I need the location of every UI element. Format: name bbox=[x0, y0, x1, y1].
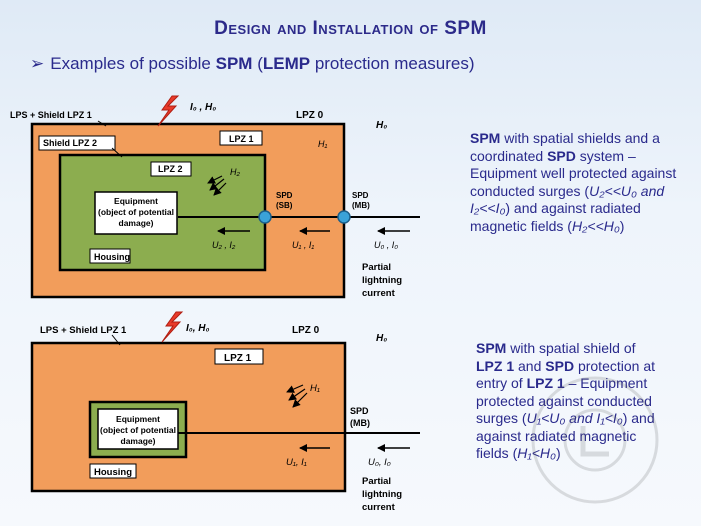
d2-desc-t6: ) bbox=[555, 445, 561, 461]
spd-mb-icon-1 bbox=[337, 210, 351, 224]
equipment-box-2 bbox=[97, 408, 179, 450]
lpz1-building-2 bbox=[30, 341, 347, 493]
d1-h1: H₁ bbox=[318, 139, 327, 149]
d1-h2: H₂ bbox=[230, 167, 240, 177]
d2-h0: H₀ bbox=[376, 333, 387, 344]
d1-lpz1: LPZ 1 bbox=[229, 134, 254, 144]
d2-u0i0: U₀, I₀ bbox=[368, 457, 391, 468]
d2-h1: H₁ bbox=[310, 383, 320, 394]
d2-lps-label: LPS + Shield LPZ 1 bbox=[40, 325, 127, 336]
d1-desc-t1: with spatial shields and a coordinated bbox=[470, 130, 660, 164]
d1-u2i2: U₂ , I₂ bbox=[212, 240, 236, 250]
d1-partial-2: lightning bbox=[362, 275, 402, 286]
d1-u0i0: U₀ , I₀ bbox=[374, 240, 398, 250]
d2-lpz0: LPZ 0 bbox=[292, 325, 320, 336]
d1-spd-mb-2: (MB) bbox=[352, 201, 370, 210]
description-1: SPM with spatial shields and a coordinat… bbox=[470, 130, 685, 235]
d2-desc-t2: and bbox=[514, 357, 546, 374]
d2-partial-2: lightning bbox=[362, 489, 402, 500]
d2-desc-t5: ) and against radiated magnetic fields ( bbox=[476, 410, 655, 461]
d1-lps-label: LPS + Shield LPZ 1 bbox=[10, 110, 92, 120]
watermark-seal-icon bbox=[531, 376, 659, 504]
d2-desc-lpz1b: LPZ 1 bbox=[526, 375, 565, 391]
subtitle-text-a: Examples of possible bbox=[50, 54, 216, 73]
d1-i0h0: I₀ , H₀ bbox=[190, 102, 216, 113]
d1-lpz0: LPZ 0 bbox=[296, 110, 324, 121]
subtitle-lemp: LEMP bbox=[262, 54, 311, 73]
d2-equip-l1: Equipment bbox=[116, 414, 160, 424]
d2-desc-t3: protection at entry of bbox=[476, 357, 655, 392]
page-subtitle: ➢ Examples of possible SPM (LEMP protecti… bbox=[30, 54, 475, 74]
d2-partial-3: current bbox=[362, 502, 396, 513]
equipment-box-1 bbox=[94, 191, 178, 235]
d2-lpz1: LPZ 1 bbox=[224, 353, 252, 364]
lightning-icon-2 bbox=[161, 311, 184, 343]
d1-spd-sb-1: SPD bbox=[276, 191, 293, 200]
d1-desc-rad: H₂<<H₀ bbox=[571, 217, 620, 234]
d1-u1i1: U₁ , I₁ bbox=[292, 240, 314, 250]
subtitle-spm: SPM bbox=[215, 54, 253, 73]
d1-desc-spd: SPD bbox=[547, 147, 576, 164]
d2-u1i1: U₁, I₁ bbox=[286, 457, 307, 468]
page-title: Design and Installation of SPM bbox=[214, 18, 487, 39]
d2-desc-t4: – Equipment protected against conducted … bbox=[476, 375, 652, 426]
bullet-arrow-icon: ➢ bbox=[30, 54, 45, 73]
d1-spd-mb-1: SPD bbox=[352, 191, 369, 200]
d2-desc-lpz1a: LPZ 1 bbox=[476, 357, 515, 374]
subtitle-text-c: protection measures) bbox=[310, 54, 475, 73]
d2-spd-1: SPD bbox=[350, 406, 369, 416]
d2-desc-cond: U₁<U₀ and I₁<I₀ bbox=[526, 410, 623, 426]
lightning-icon-1 bbox=[157, 95, 180, 127]
subtitle-text-b: ( bbox=[252, 54, 263, 73]
d2-desc-spd: SPD bbox=[545, 357, 575, 374]
d1-equip-l3: damage) bbox=[119, 218, 154, 228]
description-2: SPM with spatial shield of LPZ 1 and SPD… bbox=[476, 340, 661, 463]
d1-partial-1: Partial bbox=[362, 262, 391, 273]
d1-equip-l2: (object of potential bbox=[98, 207, 174, 217]
d1-spd-sb-2: (SB) bbox=[276, 201, 293, 210]
d1-equip-l1: Equipment bbox=[114, 196, 158, 206]
diagram-2: LPS + Shield LPZ 1 I₀, H₀ LPZ 0 H₀ LPZ 1… bbox=[30, 311, 420, 513]
d2-partial-1: Partial bbox=[362, 476, 391, 487]
d1-partial-3: current bbox=[362, 288, 396, 299]
d1-desc-t2: system – Equipment well protected agains… bbox=[470, 147, 677, 199]
d1-housing: Housing bbox=[94, 252, 130, 262]
d2-desc-t1: with spatial shield of bbox=[506, 340, 636, 356]
d2-i0h0: I₀, H₀ bbox=[186, 323, 210, 334]
d2-spd-2: (MB) bbox=[350, 418, 370, 428]
d2-housing: Housing bbox=[94, 467, 132, 478]
d2-equip-l2: (object of potential bbox=[100, 425, 176, 435]
diagram-1: LPS + Shield LPZ 1 I₀ , H₀ LPZ 0 H₀ Shie… bbox=[10, 95, 420, 299]
d1-shield-lpz2: Shield LPZ 2 bbox=[43, 138, 97, 148]
d1-desc-t4: ) bbox=[619, 217, 625, 234]
d1-desc-t3: ) and against radiated magnetic fields ( bbox=[470, 200, 641, 234]
d1-desc-cond: U₂<<U₀ and I₂<<I₀ bbox=[470, 182, 665, 217]
spd-sb-icon bbox=[258, 210, 272, 224]
d2-desc-spm: SPM bbox=[476, 340, 507, 356]
d1-h0: H₀ bbox=[376, 120, 387, 131]
d1-desc-spm: SPM bbox=[470, 130, 501, 146]
d2-desc-rad: H₁<H₀ bbox=[517, 445, 556, 461]
d1-lpz2: LPZ 2 bbox=[158, 164, 183, 174]
d2-equip-l3: damage) bbox=[121, 436, 156, 446]
